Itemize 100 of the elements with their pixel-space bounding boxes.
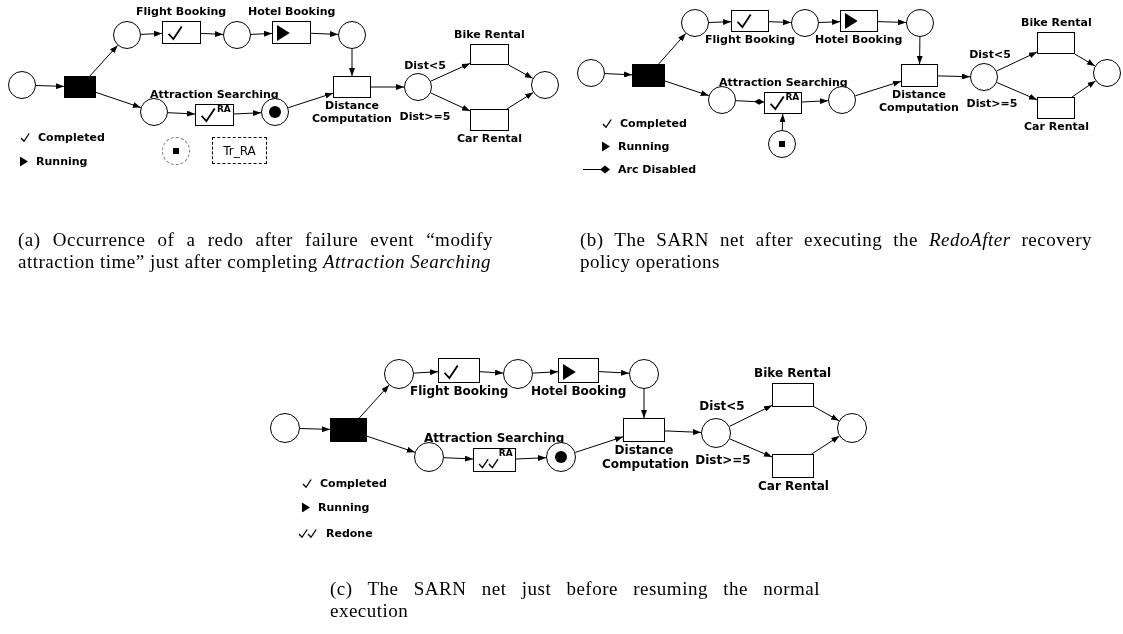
transition-label: Distance Computation	[312, 100, 392, 126]
place-circle	[828, 86, 856, 114]
transition-label: Bike Rental	[454, 29, 525, 42]
place-circle	[701, 418, 731, 448]
arc-arrow	[877, 19, 907, 26]
arc-arrow	[641, 388, 647, 419]
arc-arrow	[1074, 53, 1096, 67]
place-circle	[837, 413, 867, 443]
place-circle	[546, 442, 576, 472]
place-circle	[223, 21, 251, 49]
arc-arrow	[167, 110, 196, 117]
transition-label: Flight Booking	[136, 6, 227, 19]
transition-label: Hotel Booking	[248, 6, 336, 19]
arc-arrow	[574, 436, 624, 453]
transition-label: Hotel Booking	[531, 385, 627, 399]
arc-arrow	[604, 71, 633, 78]
place-circle	[8, 71, 36, 99]
arc-arrow	[358, 384, 390, 419]
arc-arrow	[200, 31, 224, 38]
place-circle	[577, 59, 605, 87]
legend-label: Completed	[38, 130, 105, 144]
transition-label: Car Rental	[758, 480, 829, 494]
transition-label: Flight Booking	[705, 34, 796, 47]
place-circle	[140, 98, 168, 126]
transition-label: Attraction Searching	[719, 77, 848, 90]
caption: (b) The SARN net after executing the RedoAfter recovery policy operations	[580, 229, 1092, 273]
arc-arrow	[916, 36, 923, 65]
arc-arrow	[310, 31, 339, 38]
place-circle	[404, 73, 432, 101]
transition-label: Bike Rental	[1021, 17, 1092, 30]
arc-arrow	[506, 92, 534, 110]
transition-tag: RA	[785, 92, 800, 102]
transition-label: Flight Booking	[410, 385, 509, 399]
transition-label: Bike Rental	[754, 367, 832, 381]
legend-label: Completed	[320, 476, 387, 490]
place-circle	[1093, 59, 1121, 87]
arc-arrow	[532, 369, 559, 376]
arc-arrow	[443, 455, 474, 462]
arc-arrow	[811, 435, 840, 455]
transition-label: Attraction Searching	[424, 432, 565, 446]
arc-arrow	[413, 369, 439, 376]
transition-label: Distance Computation	[879, 89, 959, 115]
transition-label: Distance Computation	[602, 444, 686, 472]
arc-arrow	[768, 19, 792, 26]
transition-tag: RA	[498, 448, 513, 458]
arc-arrow	[89, 44, 119, 77]
place-circle	[906, 9, 934, 37]
arc-arrow	[779, 113, 786, 131]
arc-arrow	[250, 30, 273, 37]
transition-label: Attraction Searching	[150, 89, 279, 102]
arc-arrow	[818, 19, 841, 25]
arc-arrow	[996, 51, 1038, 72]
place-circle	[791, 9, 819, 37]
arc-arrow	[479, 369, 504, 376]
legend-label: Running	[618, 139, 670, 153]
arc-arrow	[508, 64, 534, 79]
place-circle	[261, 98, 289, 126]
arc-arrow	[35, 83, 65, 90]
dashed-place-circle	[162, 137, 190, 165]
arc-arrow	[349, 48, 355, 77]
place-circle	[531, 71, 559, 99]
arc-arrow	[1071, 80, 1096, 98]
place-circle	[629, 359, 659, 389]
arc-arrow	[598, 369, 630, 376]
legend-label: Running	[36, 154, 88, 168]
place-circle	[708, 86, 736, 114]
arc-arrow	[854, 80, 902, 97]
place-circle	[113, 21, 141, 49]
arc-arrow	[299, 426, 331, 433]
transition-label: Car Rental	[457, 133, 522, 146]
arc-arrow	[95, 91, 142, 108]
arc-arrow	[708, 19, 732, 25]
arc-arrow	[287, 92, 334, 109]
place-circle	[681, 9, 709, 37]
arc-arrow	[430, 62, 471, 82]
arc-arrow	[996, 82, 1038, 101]
caption: (a) Occurrence of a redo after failure event “modify attraction time” just after completing Attraction Searching	[18, 229, 493, 273]
arc-arrow	[430, 92, 471, 112]
place-circle	[270, 413, 300, 443]
place-circle	[414, 442, 444, 472]
arc-arrow	[658, 33, 687, 65]
legend-label: Redone	[326, 526, 373, 540]
arc-arrow	[813, 406, 840, 422]
arc-arrow	[729, 438, 773, 458]
arc-arrow	[729, 404, 773, 427]
transition-label: Hotel Booking	[815, 34, 903, 47]
legend-label: Arc Disabled	[618, 162, 697, 176]
arc-arrow	[370, 84, 405, 90]
transition-label: Car Rental	[1024, 121, 1089, 134]
arc-arrow	[366, 435, 416, 453]
place-circle	[768, 130, 796, 158]
caption: (c) The SARN net just before resuming the normal execution	[330, 578, 820, 622]
arc-arrow	[801, 98, 829, 105]
box-label: Tr_RA	[223, 143, 256, 158]
arc-arrow	[664, 429, 702, 436]
place-circle	[338, 21, 366, 49]
arc-arrow	[664, 80, 710, 97]
legend-label: Running	[318, 500, 370, 514]
arc-arrow	[515, 455, 547, 462]
arc-arrow	[140, 30, 163, 37]
